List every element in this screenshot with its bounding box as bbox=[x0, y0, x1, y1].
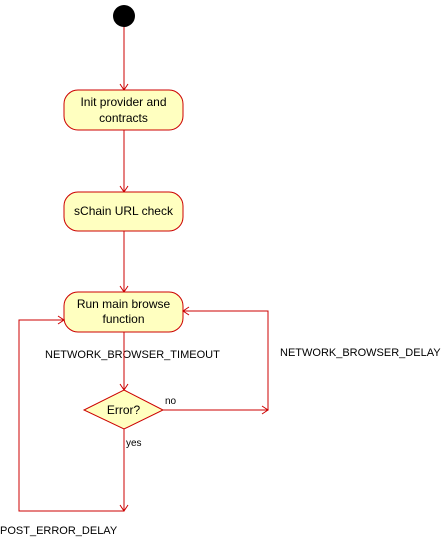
run-main-browse-label-line2: function bbox=[102, 312, 144, 326]
arrowhead-yes-down bbox=[119, 504, 129, 512]
network-browser-delay-label: NETWORK_BROWSER_DELAY bbox=[280, 347, 441, 359]
arrowhead-no-loop-return bbox=[182, 306, 190, 316]
post-error-delay-label: POST_ERROR_DELAY bbox=[0, 525, 118, 537]
init-provider-label-line2: contracts bbox=[99, 111, 148, 125]
edge-label-no: no bbox=[165, 396, 177, 407]
init-provider-label-line1: Init provider and bbox=[80, 95, 166, 109]
edge-error-yes-loop bbox=[18, 319, 125, 512]
arrowhead-no-mid bbox=[261, 405, 269, 415]
edge-error-no-loop bbox=[163, 310, 269, 411]
run-main-browse-label-line1: Run main browse bbox=[77, 297, 171, 311]
arrowhead-yes-return bbox=[57, 315, 65, 325]
start-node bbox=[113, 5, 135, 27]
schain-url-check-label: sChain URL check bbox=[74, 204, 174, 218]
edge-label-yes: yes bbox=[126, 438, 142, 449]
error-decision-label: Error? bbox=[107, 403, 141, 417]
network-browser-timeout-label: NETWORK_BROWSER_TIMEOUT bbox=[45, 349, 220, 361]
